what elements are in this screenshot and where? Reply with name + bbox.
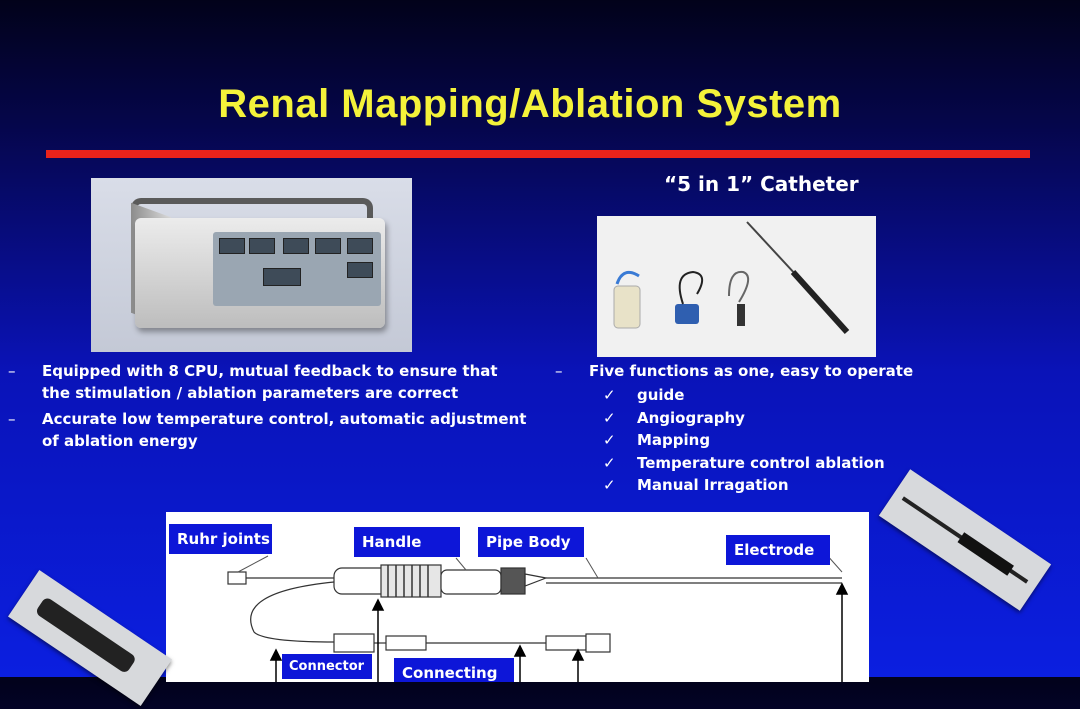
function-item: ✓ guide (603, 384, 975, 407)
function-label: Angiography (637, 408, 745, 427)
catheter-schematic (227, 553, 849, 682)
display-3 (283, 238, 309, 254)
label-connecting: Connecting (394, 658, 514, 682)
label-pipe-body: Pipe Body (478, 527, 584, 557)
checkmark-icon: ✓ (603, 431, 616, 449)
bullet-dash: – (555, 362, 563, 380)
bullet-text: Equipped with 8 CPU, mutual feedback to … (42, 362, 498, 402)
generator-panel (213, 232, 381, 306)
bullet-dash: – (8, 362, 16, 380)
catheter-photo-right (878, 469, 1052, 611)
catheter-handle-illustration (36, 598, 135, 672)
right-bullet-list: – Five functions as one, easy to operate… (555, 360, 975, 497)
checkmark-icon: ✓ (603, 408, 616, 427)
function-label: Temperature control ablation (637, 453, 885, 472)
function-label: Mapping (637, 431, 711, 449)
display-5 (347, 238, 373, 254)
generator-photo (91, 178, 412, 352)
function-item: ✓ Manual Irragation (603, 474, 975, 497)
function-label: Manual Irragation (637, 476, 789, 494)
title-divider (46, 150, 1030, 158)
display-2 (249, 238, 275, 254)
checkmark-icon: ✓ (603, 476, 616, 494)
bullet-temperature: – Accurate low temperature control, auto… (8, 408, 528, 452)
label-handle: Handle (354, 527, 460, 557)
function-label: guide (637, 386, 685, 404)
slide-title: Renal Mapping/Ablation System (218, 82, 842, 126)
catheter-diagram: Ruhr joints Handle Pipe Body Electrode C… (166, 512, 869, 682)
function-checklist: ✓ guide ✓ Angiography ✓ Mapping ✓ Temperatur… (603, 384, 975, 497)
bullet-text: Five functions as one, easy to operate (589, 362, 914, 380)
display-6 (347, 262, 373, 278)
label-electrode: Electrode (726, 535, 830, 565)
label-ruhr-joints: Ruhr joints (169, 524, 272, 554)
catheter-photo (597, 216, 876, 357)
catheter-heading: “5 in 1” Catheter (664, 172, 859, 196)
catheter-tip-illustration (901, 496, 1029, 584)
bullet-cpu: – Equipped with 8 CPU, mutual feedback t… (8, 360, 528, 404)
left-bullet-list: – Equipped with 8 CPU, mutual feedback t… (8, 360, 528, 456)
generator-body (135, 218, 385, 328)
function-item: ✓ Angiography (603, 407, 975, 430)
display-1 (219, 238, 245, 254)
catheter-photo-left (8, 570, 172, 706)
label-connector: Connector (282, 654, 372, 679)
bullet-five-functions: – Five functions as one, easy to operate (555, 360, 975, 382)
bullet-text: Accurate low temperature control, automa… (42, 410, 527, 450)
catheter-illustration (613, 221, 850, 335)
function-item: ✓ Temperature control ablation (603, 452, 975, 475)
display-7 (263, 268, 301, 286)
checkmark-icon: ✓ (603, 386, 616, 404)
checkmark-icon: ✓ (603, 453, 616, 472)
display-4 (315, 238, 341, 254)
bullet-dash: – (8, 410, 16, 428)
function-item: ✓ Mapping (603, 429, 975, 452)
